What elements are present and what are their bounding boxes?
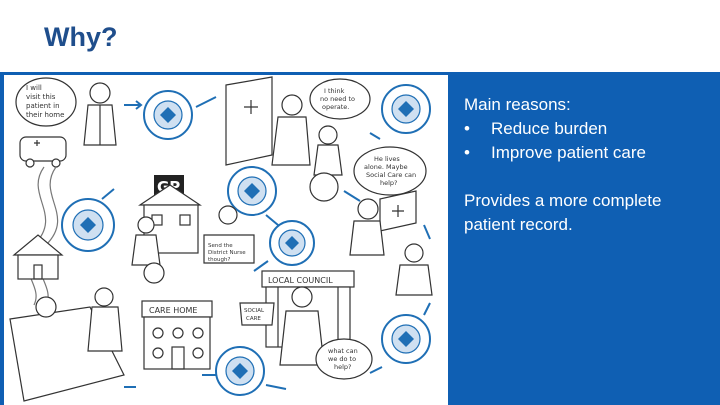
no-need-line1: I think bbox=[324, 87, 345, 95]
reasons-heading: Main reasons: bbox=[464, 95, 571, 114]
council-sign: LOCAL COUNCIL bbox=[268, 276, 333, 285]
shared-care-badge bbox=[381, 314, 431, 364]
reasons-text: Main reasons: • Reduce burden • Improve … bbox=[464, 93, 710, 237]
reason-item: • Reduce burden bbox=[464, 117, 710, 141]
patient-in-bed bbox=[9, 287, 125, 402]
shared-care-badge bbox=[269, 220, 315, 266]
no-need-bubble: I think no need to operate. bbox=[309, 78, 371, 120]
social-care-line2: CARE bbox=[246, 316, 261, 322]
reasons-list: • Reduce burden • Improve patient care bbox=[464, 117, 710, 165]
bullet-icon: • bbox=[464, 143, 470, 162]
lives-alone-line1: He lives bbox=[374, 155, 400, 163]
patient-with-cap bbox=[349, 198, 385, 256]
what-can-line2: we do to bbox=[328, 355, 356, 363]
gp-speech-bubble: I will visit this patient in their home bbox=[15, 77, 77, 127]
reason-item: • Improve patient care bbox=[464, 141, 710, 165]
shared-care-badge bbox=[215, 346, 265, 396]
no-need-line2: no need to bbox=[320, 95, 355, 103]
gp-bubble-line4: their home bbox=[26, 111, 64, 119]
care-journey-illustration: I will visit this patient in their home bbox=[4, 75, 448, 405]
shared-care-badge bbox=[381, 84, 431, 134]
care-home-building: CARE HOME bbox=[141, 300, 213, 370]
care-home-sign: CARE HOME bbox=[149, 306, 197, 315]
hospital-building bbox=[225, 76, 273, 166]
gp-bubble-line1: I will bbox=[26, 84, 42, 92]
nurse-note-line2: District Nurse bbox=[208, 250, 246, 256]
patient-in-bed-right bbox=[395, 243, 433, 296]
nurse-figure bbox=[271, 94, 311, 166]
doctor-figure bbox=[83, 82, 117, 146]
what-can-line1: what can bbox=[328, 347, 358, 355]
nurse-note-line1: Send the bbox=[208, 243, 233, 249]
clinician-at-desk: Send the District Nurse though? bbox=[203, 205, 255, 264]
wheelchair-patient bbox=[309, 125, 343, 202]
lives-alone-line2: alone. Maybe bbox=[364, 163, 408, 171]
lives-alone-bubble: He lives alone. Maybe Social Care can he… bbox=[353, 146, 427, 196]
social-worker-figure bbox=[279, 286, 325, 366]
cross-sign-icon bbox=[379, 190, 417, 232]
shared-care-badge bbox=[143, 90, 193, 140]
flow-arrows bbox=[101, 96, 431, 390]
gp-bubble-line2: visit this bbox=[26, 93, 56, 101]
social-care-sign: SOCIAL CARE bbox=[239, 302, 275, 326]
elderly-patient bbox=[131, 216, 165, 284]
nurse-note-line3: though? bbox=[208, 257, 230, 263]
reason-label: Reduce burden bbox=[491, 119, 608, 138]
reason-label: Improve patient care bbox=[491, 143, 646, 162]
lives-alone-line4: help? bbox=[380, 179, 398, 187]
shared-care-badge bbox=[61, 198, 115, 252]
gp-bubble-line3: patient in bbox=[26, 102, 60, 110]
what-can-line3: help? bbox=[334, 363, 352, 371]
conclusion-text: Provides a more complete patient record. bbox=[464, 191, 662, 234]
ambulance-icon bbox=[19, 136, 67, 168]
no-need-line3: operate. bbox=[322, 103, 349, 111]
what-can-bubble: what can we do to help? bbox=[315, 338, 373, 380]
shared-care-badge bbox=[227, 166, 277, 216]
lives-alone-line3: Social Care can bbox=[366, 171, 416, 179]
slide-title: Why? bbox=[44, 22, 118, 52]
social-care-line1: SOCIAL bbox=[244, 308, 265, 314]
bullet-icon: • bbox=[464, 119, 470, 138]
cottage-icon bbox=[12, 234, 64, 280]
